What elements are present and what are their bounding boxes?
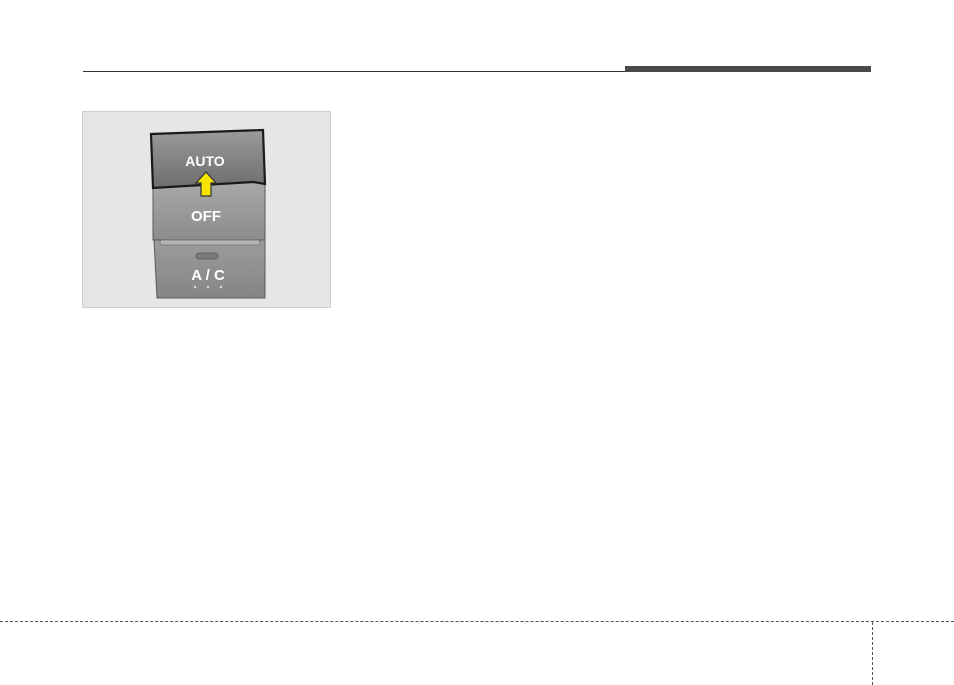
off-label: OFF xyxy=(191,208,221,225)
ac-dot xyxy=(220,286,222,288)
control-panel-figure: OFF A / C AUTO xyxy=(82,111,331,308)
ac-dot xyxy=(207,286,209,288)
footer-dashed-rule xyxy=(0,621,954,622)
header-rule xyxy=(83,71,625,72)
ac-button: A / C xyxy=(154,240,265,298)
header-accent-bar xyxy=(625,66,871,72)
ac-label: A / C xyxy=(191,267,225,284)
control-panel-illustration: OFF A / C AUTO xyxy=(83,112,332,309)
footer-page-divider xyxy=(872,622,873,685)
ac-button-ridge xyxy=(160,240,260,245)
ac-dot xyxy=(194,286,196,288)
auto-label: AUTO xyxy=(185,153,225,169)
ac-indicator-led xyxy=(196,253,218,259)
